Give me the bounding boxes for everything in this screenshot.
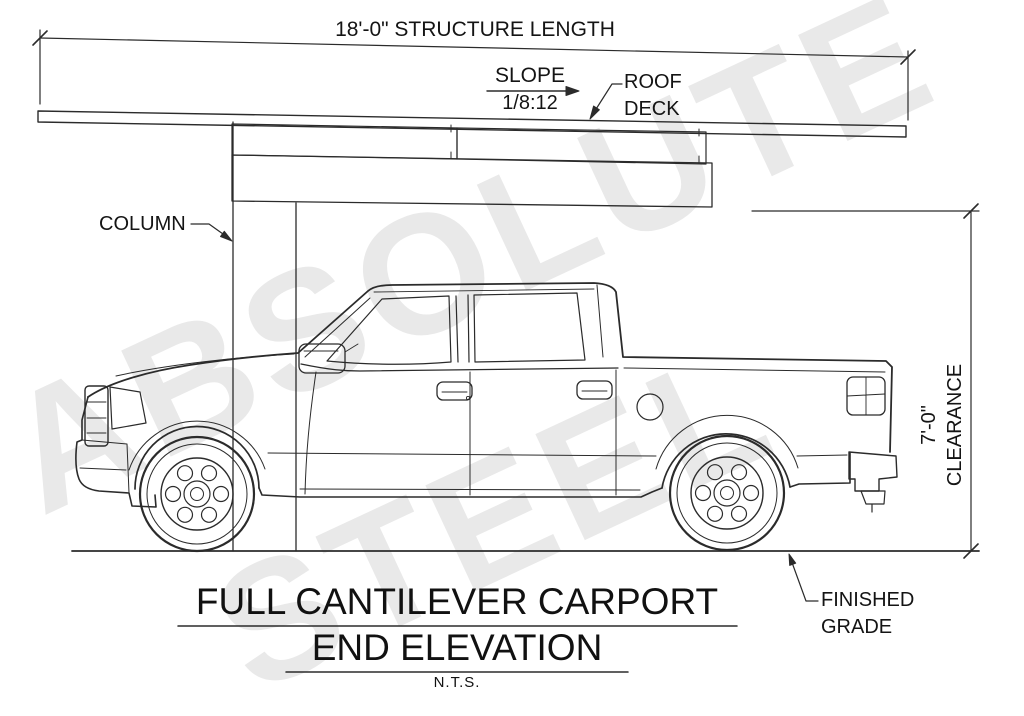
clearance-value: 7'-0" xyxy=(918,405,940,445)
column-post xyxy=(232,121,297,552)
roof-deck-leader xyxy=(589,83,623,120)
column-leader xyxy=(190,223,233,242)
front-wheel xyxy=(138,435,256,553)
structure-length-dimension xyxy=(32,29,916,121)
finished-grade-leader xyxy=(788,553,819,602)
truck-drawing xyxy=(75,282,898,553)
header-beam xyxy=(231,154,713,208)
slope-ratio-label: 1/8:12 xyxy=(502,92,558,114)
roof-deck xyxy=(37,110,907,138)
clearance-dimension-text: 7'-0" CLEARANCE xyxy=(916,325,968,525)
clearance-dimension xyxy=(751,203,980,559)
drawing-scale-note: N.T.S. xyxy=(433,674,481,691)
column-label: COLUMN xyxy=(99,213,186,235)
title-underlines xyxy=(177,625,738,673)
roof-deck-label: ROOF DECK xyxy=(624,71,682,120)
clearance-word: CLEARANCE xyxy=(944,363,966,487)
finished-grade-label: FINISHED GRADE xyxy=(821,589,915,638)
rear-wheel xyxy=(668,434,786,552)
drawing-title-line2: END ELEVATION xyxy=(311,627,603,668)
structure-length-dimension-text: 18'-0" STRUCTURE LENGTH xyxy=(335,18,615,41)
slope-label: SLOPE xyxy=(494,64,566,87)
drawing-title-line1: FULL CANTILEVER CARPORT xyxy=(195,581,719,622)
slope-arrow xyxy=(486,86,580,96)
